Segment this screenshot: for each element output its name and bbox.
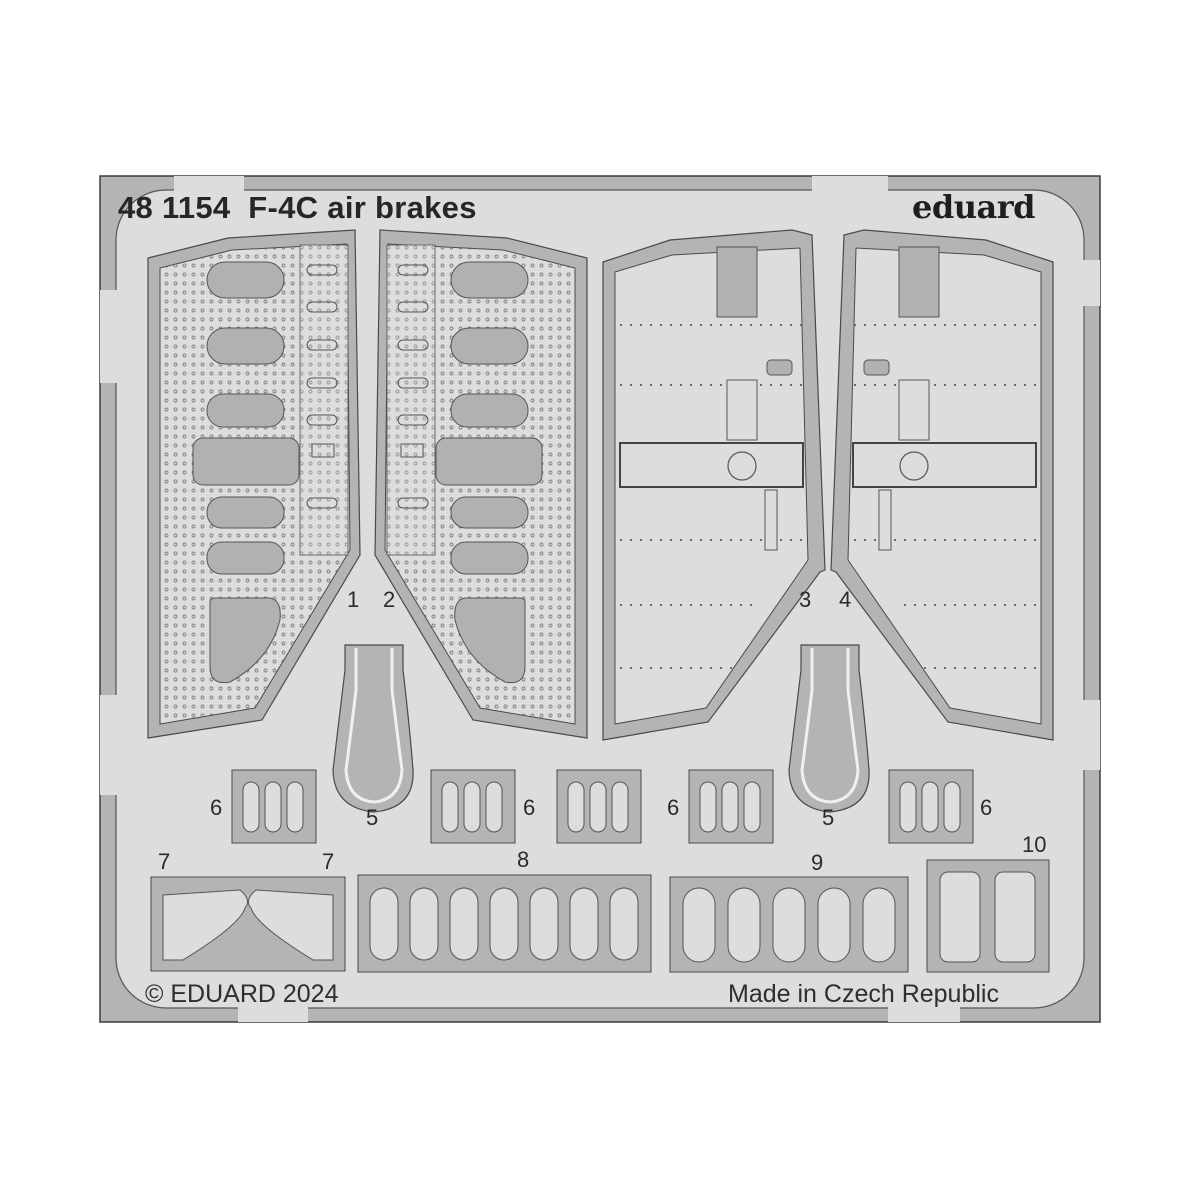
part-8-hinge-strip (357, 874, 652, 973)
copyright-text: © EDUARD 2024 (145, 980, 339, 1008)
sheet-title: 48 1154 F-4C air brakes (118, 190, 477, 225)
part-number-label: 8 (517, 847, 530, 872)
part-number-label: 9 (811, 850, 824, 875)
part-number-label: 4 (839, 587, 852, 612)
brand-logo: eduard (912, 188, 1035, 226)
part-4-air-brake-right-mirror (830, 229, 1054, 741)
part-number-label: 1 (347, 587, 360, 612)
part-7-bracket-pair (150, 876, 346, 972)
part-number-label: 5 (366, 805, 379, 830)
part-number-label: 3 (799, 587, 812, 612)
part-number-label: 7 (322, 849, 335, 874)
origin-text: Made in Czech Republic (728, 980, 999, 1008)
part-number-label: 6 (980, 795, 993, 820)
part-number-label: 6 (210, 795, 223, 820)
part-number-label: 10 (1022, 832, 1047, 857)
part-number-label: 5 (822, 805, 835, 830)
part-1-air-brake-left (147, 229, 361, 739)
part-9-hinge-strip (669, 876, 909, 973)
part-number-label: 2 (383, 587, 396, 612)
part-5-actuator-fairing (332, 644, 414, 813)
part-6-hinge-set-group (231, 769, 974, 844)
part-2-air-brake-left-mirror (374, 229, 588, 739)
part-number-label: 6 (523, 795, 536, 820)
part-3-air-brake-right (602, 229, 826, 741)
part-number-label: 6 (667, 795, 680, 820)
part-5-actuator-fairing (788, 644, 870, 813)
part-10-u-brackets (926, 859, 1050, 973)
part-number-label: 7 (158, 849, 171, 874)
